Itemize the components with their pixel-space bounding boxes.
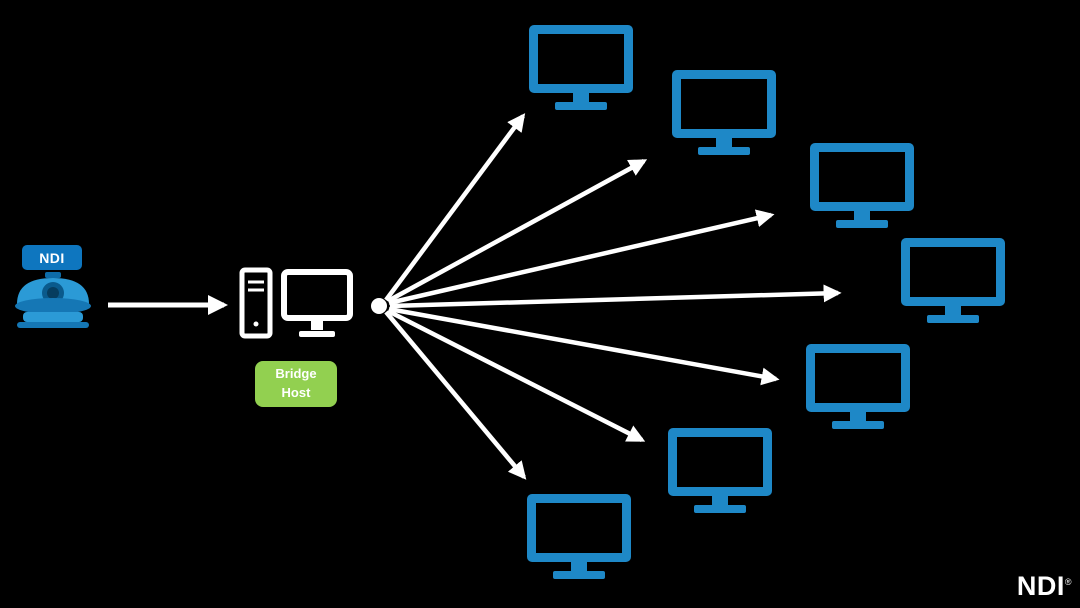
monitor-icon	[668, 428, 772, 513]
monitor-neck	[945, 306, 961, 315]
fanout-arrow	[386, 159, 648, 303]
monitor-screen	[810, 143, 914, 211]
bridge-host-label-line2: Host	[281, 385, 311, 400]
monitor-base	[553, 571, 605, 579]
monitor-icon	[806, 344, 910, 429]
monitor-base	[836, 220, 888, 228]
monitor-base	[694, 505, 746, 513]
monitor-neck	[712, 496, 728, 505]
monitor-icon	[901, 238, 1005, 323]
fanout-arrow	[389, 284, 842, 309]
ndi-logo-text: NDI	[1016, 571, 1065, 601]
monitor-neck	[573, 93, 589, 102]
fanout-arrow	[384, 113, 526, 302]
ndi-logo: NDI®	[1017, 571, 1072, 602]
monitor-screen	[901, 238, 1005, 306]
monitor-screen	[668, 428, 772, 496]
monitor-icon	[529, 25, 633, 110]
monitor-screen	[672, 70, 776, 138]
monitor-icon	[810, 143, 914, 228]
monitor-base	[927, 315, 979, 323]
monitor-base	[555, 102, 607, 110]
bridge-host-label-line1: Bridge	[275, 366, 317, 382]
fanout-arrow	[388, 209, 775, 306]
camera-icon	[15, 272, 91, 328]
fanout-arrow	[384, 310, 527, 480]
fanout-arrow	[386, 308, 646, 443]
monitor-base	[832, 421, 884, 429]
monitor-neck	[716, 138, 732, 147]
bridge-host-label: Bridge Host	[255, 361, 337, 407]
fanout-arrow	[388, 306, 780, 386]
ndi-source-badge: NDI	[22, 245, 82, 270]
ndi-logo-mark: ®	[1064, 577, 1072, 587]
ndi-source-badge-label: NDI	[39, 249, 65, 266]
monitor-neck	[571, 562, 587, 571]
monitor-base	[698, 147, 750, 155]
monitor-icon	[527, 494, 631, 579]
monitor-screen	[806, 344, 910, 412]
monitor-screen	[529, 25, 633, 93]
monitor-icon	[672, 70, 776, 155]
monitor-neck	[850, 412, 866, 421]
monitor-neck	[854, 211, 870, 220]
fanout-node-dot	[371, 298, 387, 314]
bridge-host-pc-icon	[239, 267, 353, 339]
monitor-screen	[527, 494, 631, 562]
